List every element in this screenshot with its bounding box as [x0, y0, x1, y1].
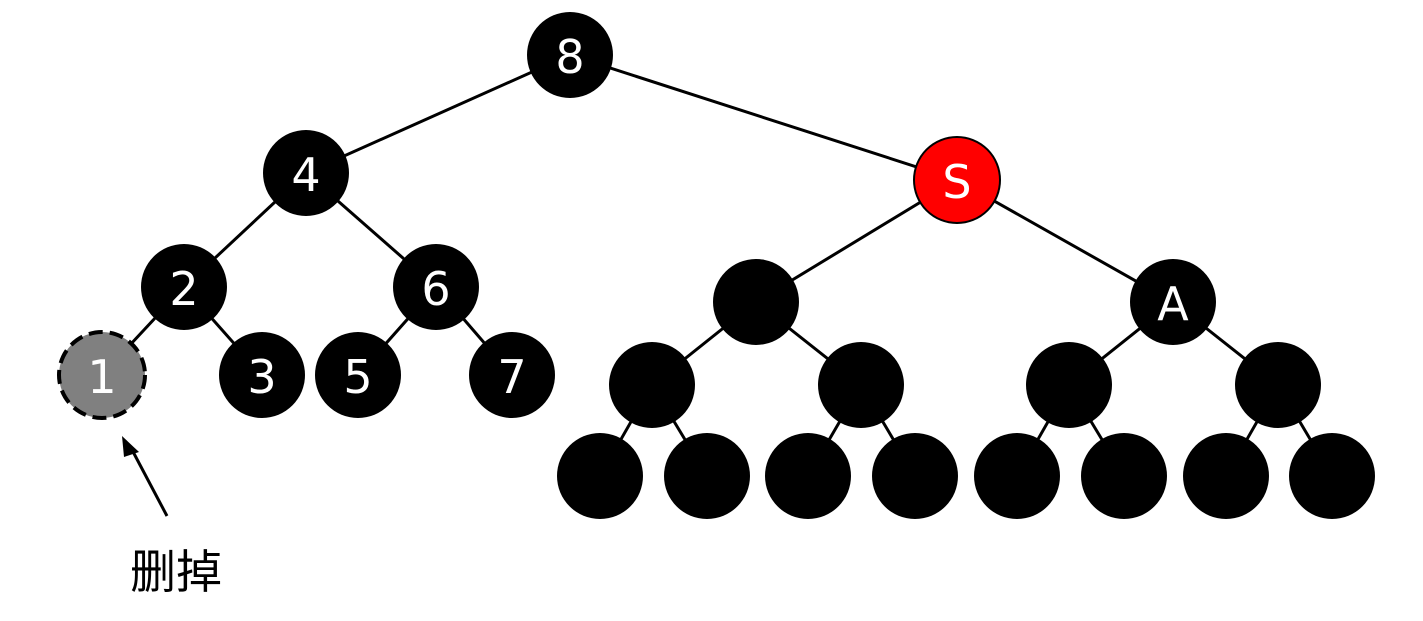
delete-arrowhead	[122, 436, 139, 457]
node-circle	[1235, 342, 1321, 428]
tree-node-unlabeled	[765, 433, 851, 519]
node-circle	[219, 332, 305, 418]
tree-node-s: S	[913, 136, 1001, 224]
tree-node-6: 6	[393, 244, 479, 330]
tree-node-2: 2	[141, 244, 227, 330]
delete-caption: 删掉	[130, 545, 222, 599]
node-circle	[1026, 342, 1112, 428]
tree-node-unlabeled	[974, 433, 1060, 519]
tree-edge	[305, 53, 571, 175]
tree-nodes: 8 4 S 2 6 1 3 5 7 A	[57, 12, 1375, 519]
node-circle	[1289, 433, 1375, 519]
node-circle	[557, 433, 643, 519]
tree-node-unlabeled	[1235, 342, 1321, 428]
node-label: 4	[291, 148, 320, 202]
node-circle	[664, 433, 750, 519]
tree-node-4: 4	[263, 130, 349, 216]
delete-annotation: 删掉	[122, 436, 222, 599]
node-circle	[713, 259, 799, 345]
tree-node-unlabeled	[557, 433, 643, 519]
node-circle	[872, 433, 958, 519]
node-circle	[818, 342, 904, 428]
tree-node-unlabeled	[1026, 342, 1112, 428]
tree-node-5: 5	[315, 332, 401, 418]
tree-node-3: 3	[219, 332, 305, 418]
node-circle	[315, 332, 401, 418]
node-circle	[609, 342, 695, 428]
node-circle	[469, 332, 555, 418]
node-circle	[1130, 259, 1216, 345]
tree-node-unlabeled	[1081, 433, 1167, 519]
node-label: 3	[247, 350, 276, 404]
node-label: 5	[343, 350, 372, 404]
tree-node-a: A	[1130, 259, 1216, 345]
node-label: S	[942, 155, 971, 209]
node-circle	[57, 330, 147, 420]
node-label: A	[1157, 277, 1189, 331]
node-circle	[1183, 433, 1269, 519]
node-circle	[141, 244, 227, 330]
node-label: 2	[169, 262, 198, 316]
tree-node-8: 8	[527, 12, 613, 98]
tree-node-unlabeled	[1289, 433, 1375, 519]
tree-node-1: 1	[57, 330, 147, 420]
tree-node-unlabeled	[872, 433, 958, 519]
tree-edge	[569, 53, 958, 182]
tree-node-unlabeled	[818, 342, 904, 428]
node-circle	[974, 433, 1060, 519]
node-circle	[393, 244, 479, 330]
tree-node-unlabeled	[713, 259, 799, 345]
delete-arrow	[128, 445, 169, 517]
node-label: 1	[87, 350, 116, 404]
tree-node-unlabeled	[1183, 433, 1269, 519]
node-circle	[765, 433, 851, 519]
node-circle	[1081, 433, 1167, 519]
node-label: 6	[421, 262, 450, 316]
tree-node-7: 7	[469, 332, 555, 418]
node-circle	[913, 136, 1001, 224]
tree-node-unlabeled	[609, 342, 695, 428]
node-label: 8	[555, 30, 584, 84]
node-label: 7	[497, 350, 526, 404]
tree-edges	[100, 53, 1334, 477]
node-circle	[263, 130, 349, 216]
tree-node-unlabeled	[664, 433, 750, 519]
node-circle	[527, 12, 613, 98]
